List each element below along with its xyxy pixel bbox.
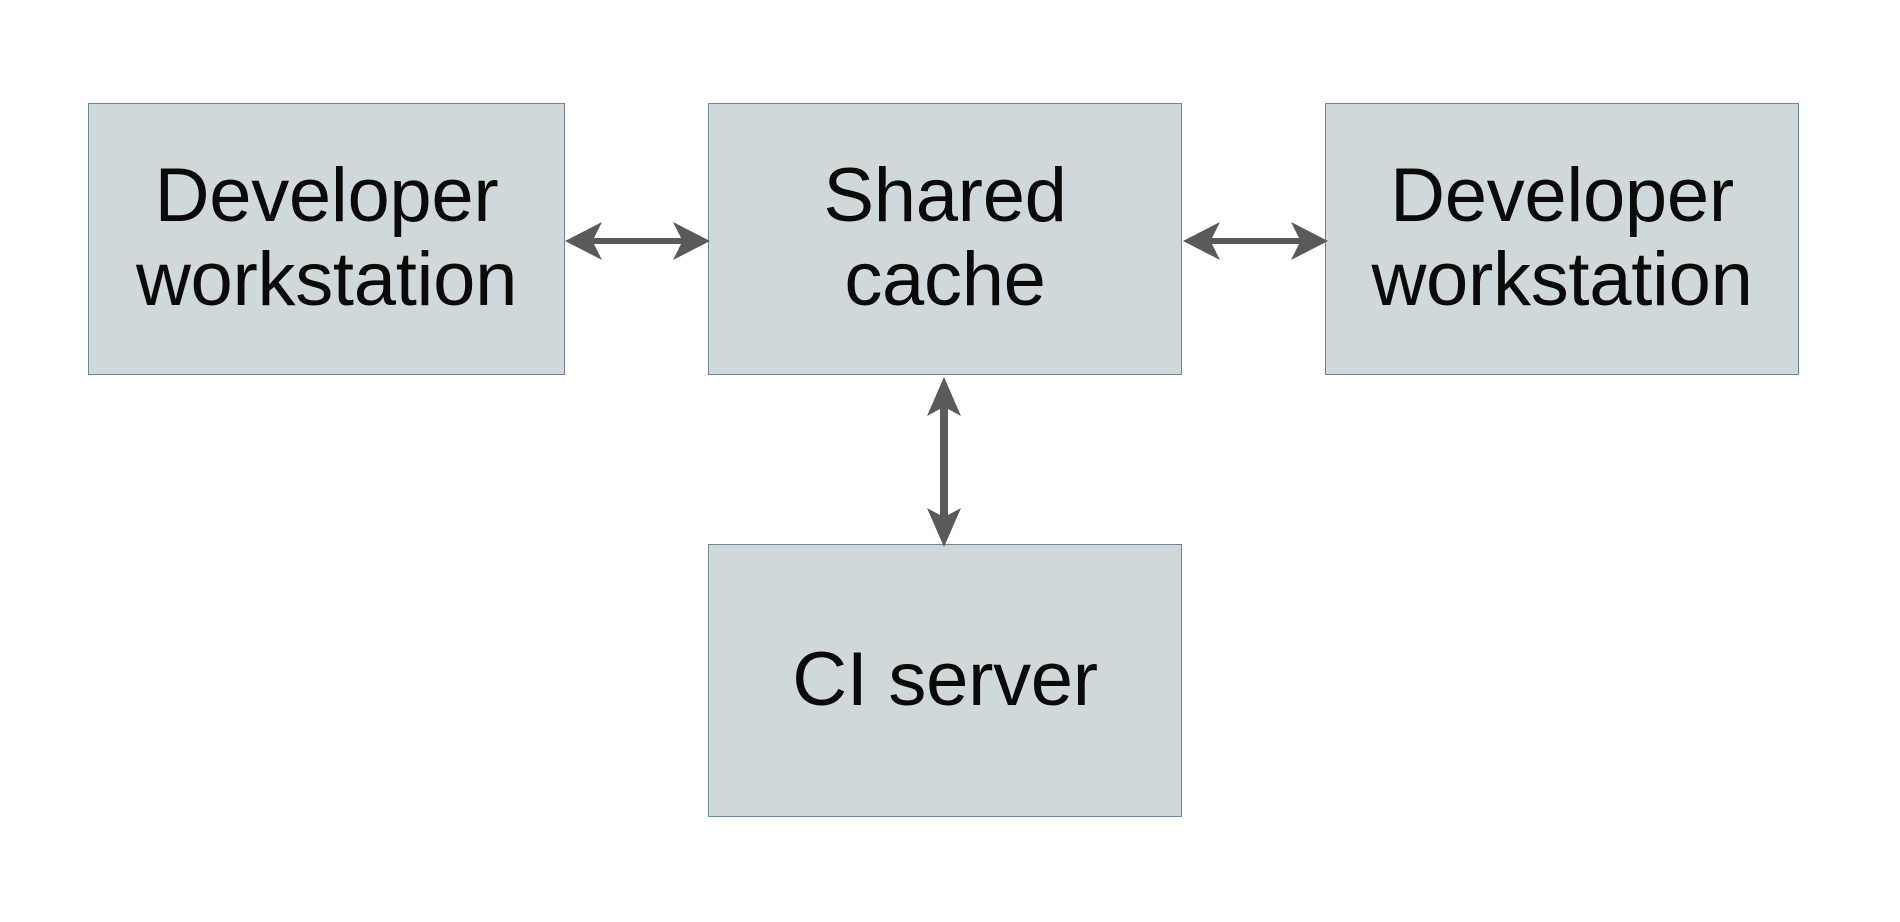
- edge-shared-cache-to-ci-server[interactable]: [912, 372, 976, 552]
- double-arrow-icon: [1183, 222, 1328, 260]
- node-ci-server[interactable]: CI server: [708, 544, 1182, 817]
- node-label: CI server: [792, 636, 1098, 722]
- node-developer-workstation-left[interactable]: Developer workstation: [88, 103, 565, 375]
- node-label: Shared cache: [823, 153, 1067, 322]
- double-arrow-icon: [565, 222, 710, 260]
- node-label: Developer workstation: [1371, 153, 1753, 322]
- double-arrow-icon: [927, 377, 961, 547]
- node-developer-workstation-right[interactable]: Developer workstation: [1325, 103, 1799, 375]
- node-shared-cache[interactable]: Shared cache: [708, 103, 1182, 375]
- edge-shared-cache-to-developer-right[interactable]: [1178, 210, 1333, 272]
- edge-developer-left-to-shared-cache[interactable]: [560, 210, 715, 272]
- node-label: Developer workstation: [135, 153, 518, 322]
